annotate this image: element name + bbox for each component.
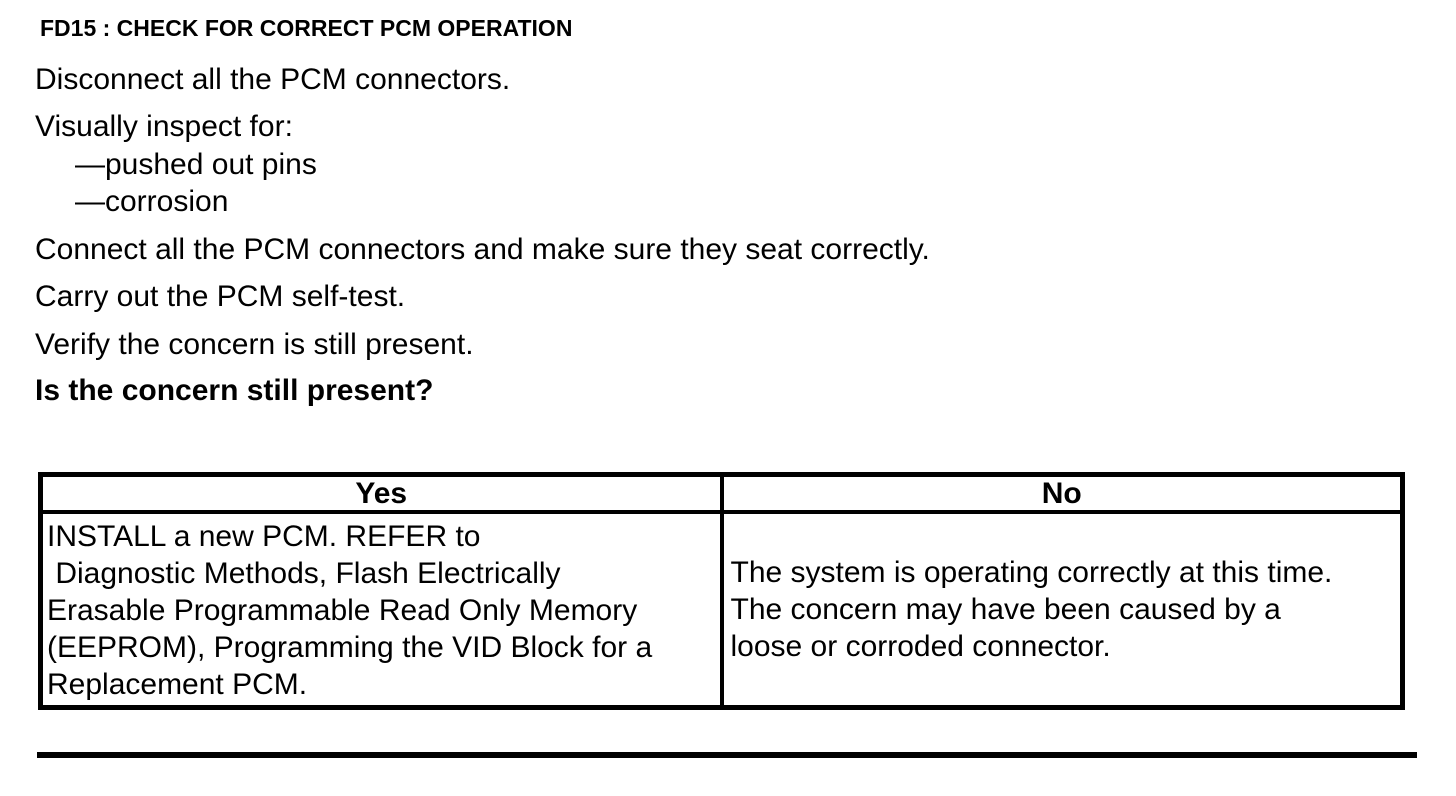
- table-action-row: INSTALL a new PCM. REFER to Diagnostic M…: [38, 510, 1405, 710]
- no-column-header: No: [719, 472, 1405, 514]
- step-disconnect-connectors: Disconnect all the PCM connectors.: [35, 63, 511, 96]
- procedure-title: FD15 : CHECK FOR CORRECT PCM OPERATION: [40, 15, 573, 41]
- no-action-cell: The system is operating correctly at thi…: [719, 510, 1405, 710]
- section-divider-rule: [37, 752, 1417, 758]
- yes-action-cell: INSTALL a new PCM. REFER to Diagnostic M…: [38, 510, 724, 710]
- step-pcm-self-test: Carry out the PCM self-test.: [35, 280, 406, 313]
- inspect-item-pushed-out-pins: —pushed out pins: [75, 148, 317, 181]
- step-visually-inspect: Visually inspect for:: [35, 110, 293, 143]
- results-table-header: Yes No: [38, 472, 1405, 514]
- inspect-item-corrosion: —corrosion: [75, 185, 229, 218]
- step-verify-concern: Verify the concern is still present.: [35, 328, 474, 361]
- results-table-body: INSTALL a new PCM. REFER to Diagnostic M…: [38, 510, 1405, 710]
- decision-question: Is the concern still present?: [35, 374, 434, 407]
- step-connect-connectors: Connect all the PCM connectors and make …: [35, 233, 930, 266]
- results-table: Yes No INSTALL a new PCM. REFER to Diagn…: [38, 472, 1405, 710]
- yes-column-header: Yes: [38, 472, 724, 514]
- table-header-row: Yes No: [38, 472, 1405, 514]
